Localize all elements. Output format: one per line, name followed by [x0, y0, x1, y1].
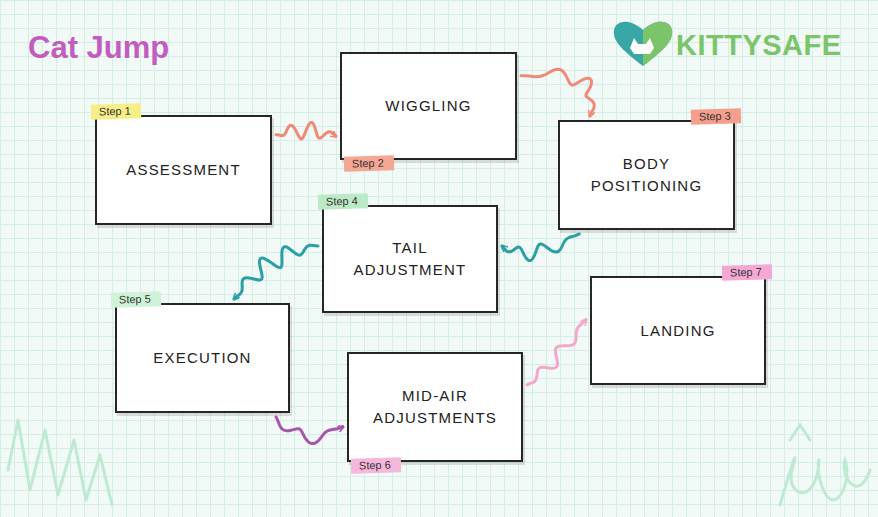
process-box: Step 4TAIL ADJUSTMENT [322, 205, 498, 313]
process-box: Step 6MID-AIR ADJUSTMENTS [347, 352, 523, 462]
step-tape: Step 4 [318, 193, 368, 209]
step-tape: Step 7 [722, 264, 772, 280]
squiggle-arrow [276, 122, 336, 138]
loop-decoration [790, 425, 810, 440]
step-tape: Step 1 [91, 103, 141, 119]
logo-text: KITTYSAFE [676, 29, 842, 62]
step-label: ASSESSMENT [126, 159, 241, 181]
diagram-title: Cat Jump [28, 30, 169, 66]
step-label: EXECUTION [153, 347, 251, 369]
squiggle-arrow [502, 234, 579, 261]
loop-decoration [780, 458, 870, 505]
process-box: Step 5EXECUTION [115, 303, 290, 413]
process-box: Step 7LANDING [590, 276, 766, 385]
step-tape: Step 3 [691, 108, 741, 124]
step-label: WIGGLING [385, 95, 471, 117]
step-label: BODY POSITIONING [579, 153, 714, 197]
step-label: MID-AIR ADJUSTMENTS [368, 385, 503, 429]
logo-heart [614, 22, 672, 66]
step-tape: Step 2 [344, 155, 394, 171]
squiggle-arrow [521, 69, 594, 116]
process-box: Step 2WIGGLING [340, 52, 517, 160]
step-label: TAIL ADJUSTMENT [343, 237, 478, 281]
squiggle-arrow [527, 320, 586, 385]
process-box: Step 1ASSESSMENT [95, 115, 272, 225]
squiggle-arrow [234, 245, 318, 299]
step-tape: Step 5 [111, 291, 161, 307]
zigzag-decoration [8, 420, 112, 505]
squiggle-arrow [276, 417, 343, 444]
process-box: Step 3BODY POSITIONING [558, 120, 735, 230]
step-tape: Step 6 [351, 457, 401, 473]
step-label: LANDING [640, 320, 715, 342]
